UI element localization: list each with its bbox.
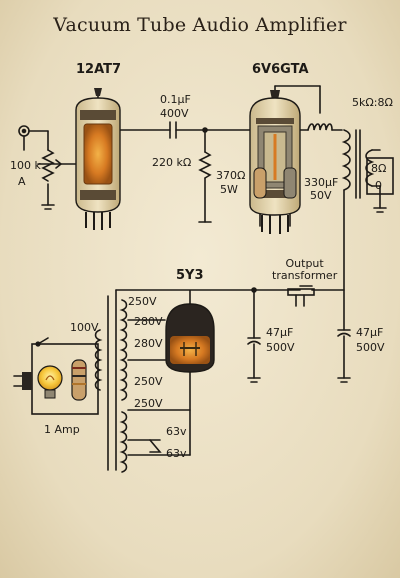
tap-label-4: 250V bbox=[134, 397, 163, 410]
cathode-resistor-value: 370Ω bbox=[216, 169, 246, 182]
tube-label-12at7: 12AT7 bbox=[76, 62, 122, 77]
output-transformer-label: Output transformer bbox=[272, 257, 338, 282]
cathode-bypass-value: 330µF bbox=[304, 176, 339, 189]
power-transformer-secondary bbox=[119, 299, 128, 401]
tap-label-1: 280V bbox=[134, 315, 163, 328]
filter-cap2-value: 47µF bbox=[356, 326, 384, 339]
filter-cap1-value: 47µF bbox=[266, 326, 294, 339]
output-transformer-primary bbox=[341, 129, 351, 191]
power-transformer-primary bbox=[94, 329, 103, 391]
coupling-cap-voltage: 400V bbox=[160, 107, 189, 120]
diagram-title: Vacuum Tube Audio Amplifier bbox=[53, 14, 347, 36]
tap-label-3: 250V bbox=[134, 375, 163, 388]
screen-choke bbox=[307, 123, 333, 131]
speaker-tap-0: 0 bbox=[375, 179, 382, 192]
mains-plug bbox=[22, 372, 32, 390]
tube-label-6v6gta: 6V6GTA bbox=[252, 62, 309, 77]
cathode-resistor-power: 5W bbox=[220, 183, 238, 196]
tube-5y3 bbox=[165, 290, 215, 373]
heater-winding bbox=[119, 411, 128, 473]
cathode-bypass-cap bbox=[283, 167, 297, 199]
cathode-resistor bbox=[253, 167, 267, 199]
mains-resistor bbox=[71, 359, 87, 401]
output-impedance-label: 5kΩ:8Ω bbox=[352, 96, 393, 109]
fuse-bulb-label: 1 Amp bbox=[44, 423, 80, 436]
tube-12at7 bbox=[75, 88, 121, 230]
output-transformer-secondary bbox=[365, 149, 375, 187]
filter-cap2-voltage: 500V bbox=[356, 341, 385, 354]
tube-label-5y3: 5Y3 bbox=[176, 268, 204, 283]
input-pot-taper: A bbox=[18, 175, 26, 188]
tap-label-0: 250V bbox=[128, 295, 157, 308]
primary-voltage-label: 100V bbox=[70, 321, 99, 334]
filter-cap1-voltage: 500V bbox=[266, 341, 295, 354]
volume-pot-resistor bbox=[41, 149, 55, 182]
input-pot-value: 100 k bbox=[10, 159, 41, 172]
grid-resistor-label: 220 kΩ bbox=[152, 156, 192, 169]
output-transformer-symbol bbox=[287, 288, 315, 296]
speaker-terminal-box bbox=[366, 157, 394, 195]
tap-label-2: 280V bbox=[134, 337, 163, 350]
coupling-cap-value: 0.1µF bbox=[160, 93, 191, 106]
mains-bulb bbox=[37, 365, 63, 399]
speaker-tap-8: 8Ω bbox=[371, 162, 387, 175]
tap-label-5: 63v bbox=[166, 425, 187, 438]
cathode-bypass-voltage: 50V bbox=[310, 189, 332, 202]
grid-resistor bbox=[198, 151, 212, 179]
tube-6v6gta bbox=[249, 90, 301, 234]
tap-label-6: 63v bbox=[166, 447, 187, 460]
